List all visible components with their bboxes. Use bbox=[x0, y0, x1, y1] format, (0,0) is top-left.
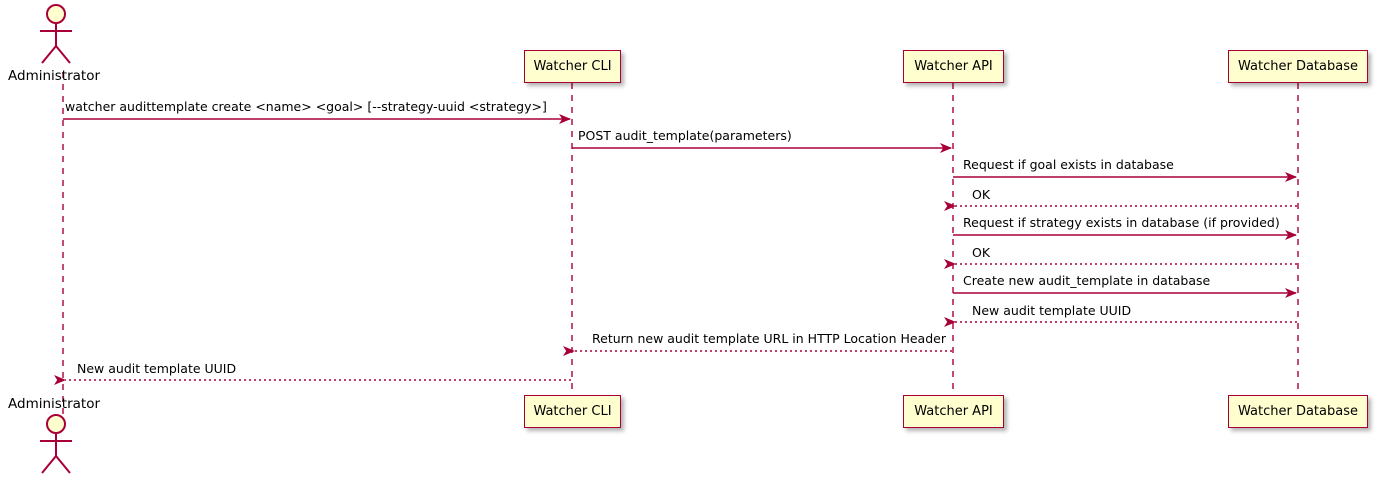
message-label-2: POST audit_template(parameters) bbox=[578, 128, 792, 143]
participant-label-watcher-cli-bottom: Watcher CLI bbox=[533, 404, 612, 419]
participant-box-watcher-database-top: Watcher Database bbox=[1228, 50, 1368, 83]
message-label-8: New audit template UUID bbox=[972, 303, 1132, 318]
actor-icon-bottom bbox=[40, 414, 72, 474]
messages-group bbox=[54, 114, 1297, 385]
message-label-9: Return new audit template URL in HTTP Lo… bbox=[592, 331, 946, 346]
participant-label-watcher-cli-top: Watcher CLI bbox=[533, 59, 612, 74]
participant-box-watcher-cli-bottom: Watcher CLI bbox=[524, 395, 621, 428]
actor-figures-group bbox=[40, 4, 72, 474]
participant-label-watcher-database-bottom: Watcher Database bbox=[1238, 404, 1358, 419]
message-label-3: Request if goal exists in database bbox=[963, 157, 1174, 172]
actor-label-administrator-top: Administrator bbox=[8, 68, 101, 84]
message-label-7: Create new audit_template in database bbox=[963, 273, 1211, 288]
participant-box-watcher-database-bottom: Watcher Database bbox=[1228, 395, 1368, 428]
participant-box-watcher-api-bottom: Watcher API bbox=[903, 395, 1004, 428]
lifelines-group bbox=[62, 72, 1299, 415]
message-label-6: OK bbox=[972, 245, 991, 260]
message-label-4: OK bbox=[972, 187, 991, 202]
message-label-10: New audit template UUID bbox=[77, 361, 237, 376]
participant-box-watcher-cli-top: Watcher CLI bbox=[524, 50, 621, 83]
actor-label-administrator-bottom: Administrator bbox=[8, 396, 101, 412]
participant-label-watcher-api-bottom: Watcher API bbox=[914, 404, 993, 419]
message-label-5: Request if strategy exists in database (… bbox=[963, 215, 1280, 230]
participant-box-watcher-api-top: Watcher API bbox=[903, 50, 1004, 83]
participant-label-watcher-database-top: Watcher Database bbox=[1238, 59, 1358, 74]
participant-label-watcher-api-top: Watcher API bbox=[914, 59, 993, 74]
message-label-1: watcher audittemplate create <name> <goa… bbox=[65, 99, 547, 114]
actor-icon-top bbox=[40, 4, 72, 64]
